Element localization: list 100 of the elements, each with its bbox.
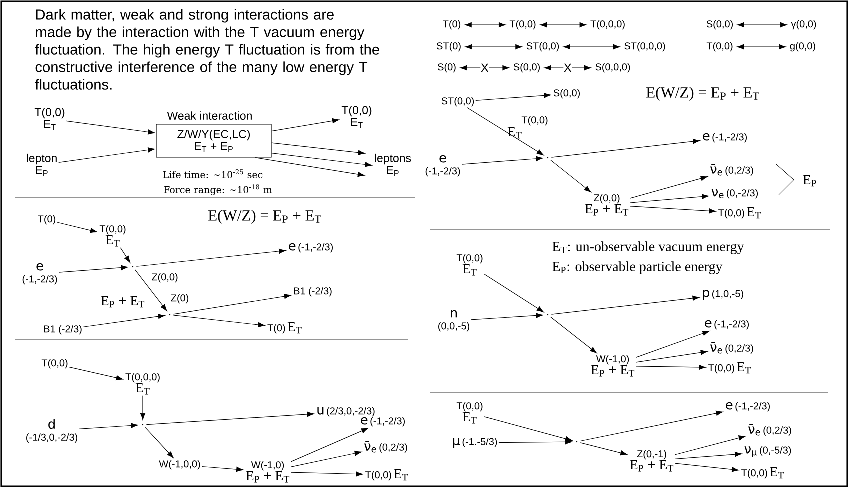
particle-label: ν̄$_{e}$ (0,2/3): [748, 424, 792, 436]
particle-label: n (0,0,-5): [438, 310, 470, 332]
particle-label: B1 (-2/3): [294, 287, 332, 297]
double-arrow: [737, 22, 788, 28]
particle-label: d (-1/3,0,-2/3): [26, 419, 78, 443]
arrow: [630, 176, 708, 199]
arrow: [675, 452, 742, 460]
arrow: [675, 463, 740, 472]
arrow: [136, 248, 286, 267]
particle-label: ν$_{e}$ (0,-2/3): [712, 189, 758, 199]
particle-label: T(0,0): [510, 20, 536, 30]
double-arrow: [540, 22, 587, 28]
particle-label: T(0,0): [42, 359, 68, 369]
particle-label: W(-1,0) E$_{P}$ + E$_{T}$: [591, 355, 635, 377]
particle-label: T(0): [443, 20, 461, 30]
arrow: [550, 317, 598, 354]
equation: E(W/Z) = E$_{P}$ + E$_{T}$: [646, 86, 760, 102]
particle-label: Z(0,-1) E$_{P}$ + E$_{T}$: [630, 450, 674, 472]
note-text: Z(0): [171, 294, 189, 304]
particle-label: μ (-1.-5/3): [453, 438, 498, 448]
particle-label: ν̄$_{e}$ (0,2/3): [710, 164, 754, 176]
particle-label: T(0,0) E$_{T}$: [456, 254, 483, 276]
arrow: [58, 265, 128, 273]
arrow: [146, 412, 314, 426]
note-text: Force range: ∼10$^{-18}$ m: [164, 184, 272, 196]
arrow: [484, 274, 544, 313]
particle-label: ST(0,0,0): [624, 42, 666, 52]
particle-label: p (1,0,-5): [703, 290, 744, 300]
definition-text: E$_{P}$: observable particle energy: [552, 262, 723, 274]
particle-label: e (-1,-2/3): [361, 417, 405, 427]
arrow: [636, 350, 708, 363]
particle-label: ST(0): [436, 42, 461, 52]
particle-label: leptons E$_{P}$: [375, 154, 412, 176]
arrow: [272, 152, 372, 168]
arrow: [675, 436, 746, 456]
particle-label: B1 (-2/3): [44, 325, 82, 335]
double-arrow: [460, 65, 510, 71]
arrow: [272, 118, 340, 132]
particle-label: u (2/3,0,-2/3): [318, 407, 375, 417]
particle-label: T(0,0) E$_{T}$: [100, 225, 126, 247]
arrow: [630, 194, 710, 204]
particle-label: S(0,0): [554, 89, 580, 99]
arrow: [462, 156, 544, 165]
title-text: Dark matter, weak and strong interactions are made by the interaction with the T vacuum energy fluctuation. The high energy T fluctuation is from the constructive interference of the many low energy T fluctuations.: [35, 9, 380, 90]
note-text: Life time: ∼10$^{-25}$ sec: [163, 170, 263, 178]
double-arrow: [464, 22, 506, 28]
particle-label: γ(0,0): [791, 20, 816, 30]
arrow: [580, 410, 724, 442]
arrow: [140, 396, 146, 420]
particle-label: T(0,0) E$_{T}$: [34, 108, 65, 130]
arrow: [291, 472, 364, 477]
particle-label: W(-1,0,0): [159, 460, 200, 470]
particle-label: e (-1,-2/3): [289, 243, 333, 253]
energy-label: E$_{P}$: [803, 175, 816, 187]
arrow: [173, 315, 266, 328]
particle-label: T(0): [38, 215, 56, 225]
boson-label: T(0,0): [522, 116, 548, 126]
arrow: [134, 270, 168, 312]
particle-label: e (-1,-2/3): [426, 155, 460, 177]
arrow: [255, 158, 365, 178]
double-arrow: [737, 44, 786, 50]
particle-label: T(0,0): [706, 42, 733, 52]
arrow: [173, 294, 292, 315]
interaction-box: Z/W/Y(EC,LC) E$_{T}$ + E$_{P}$: [156, 124, 272, 158]
particle-label: g(0,0): [790, 42, 816, 52]
arrow: [145, 427, 174, 458]
arrow: [83, 314, 166, 328]
arrow: [630, 206, 716, 214]
arrow: [551, 139, 700, 158]
arrow: [550, 160, 592, 193]
arrow: [580, 442, 628, 456]
particle-label: W(-1,0) E$_{P}$ + E$_{T}$: [246, 461, 290, 483]
particle-label: Z(0,0) E$_{P}$ + E$_{T}$: [585, 194, 629, 216]
particle-label: ν$_{μ}$ (0,-5/3): [744, 446, 792, 458]
particle-label: ST(0,0): [442, 97, 474, 107]
boson-label: Z(0,0): [152, 273, 178, 283]
particle-label: T(0,0,0) E$_{T}$: [126, 373, 160, 395]
particle-label: T(0,0) E$_{T}$: [342, 106, 372, 128]
particle-label: S(0): [438, 63, 456, 73]
particle-label: e (-1,-2/3): [703, 133, 747, 143]
arrow: [476, 93, 552, 101]
arrow: [202, 466, 244, 472]
arrow: [79, 423, 138, 430]
arrow: [291, 428, 369, 462]
particle-label: ST(0,0): [526, 42, 560, 52]
arrow: [57, 222, 98, 234]
particle-label: T(0,0) E$_{T}$: [456, 402, 483, 424]
particle-label: lepton E$_{P}$: [27, 154, 57, 176]
equation: E(W/Z) = E$_{P}$ + E$_{T}$: [208, 210, 322, 224]
arrow: [58, 148, 156, 163]
arrow: [467, 108, 544, 156]
particle-label: S(0,0): [514, 63, 540, 73]
energy-label: E$_{T}$: [508, 127, 522, 139]
arrow: [636, 331, 710, 358]
double-arrow: [563, 44, 620, 50]
double-arrow: [544, 65, 592, 71]
particle-label: e (-1,-2/3): [726, 402, 770, 412]
particle-label: T(0,0,0): [590, 20, 625, 30]
arrow: [291, 451, 362, 468]
arrow: [471, 313, 544, 320]
